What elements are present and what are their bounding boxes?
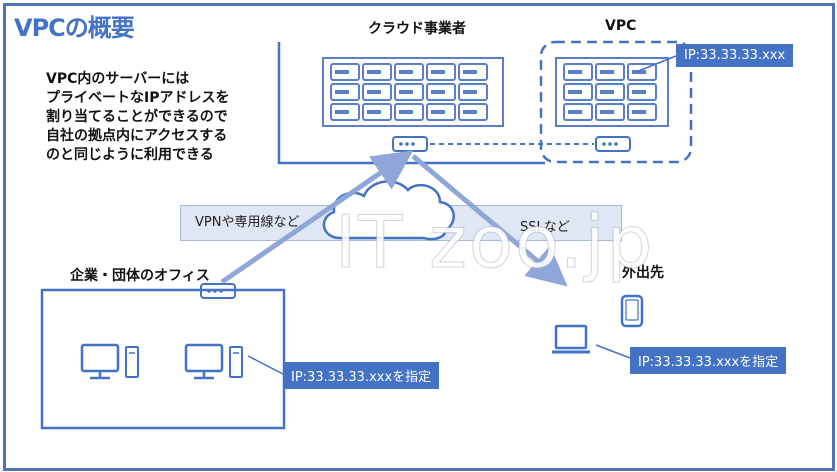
router-icon xyxy=(595,136,631,152)
callout-leader xyxy=(247,355,284,375)
description-line: 自社の拠点内にアクセスする xyxy=(46,128,228,144)
description-line: のと同じように利用できる xyxy=(46,147,214,163)
cloud-provider-label: クラウド事業者 xyxy=(368,21,466,37)
desktop-pc-icon xyxy=(80,343,139,380)
laptop-icon xyxy=(552,324,590,354)
office-label: 企業・団体のオフィス xyxy=(70,268,210,284)
remote-location-label: 外出先 xyxy=(622,265,664,281)
outer-frame xyxy=(3,3,835,471)
page-title: VPCの概要 xyxy=(14,14,135,42)
desktop-pc-icon xyxy=(184,343,243,380)
vpn-connection-arrow xyxy=(220,150,414,285)
server-rack-icon xyxy=(555,57,669,127)
callout-leader xyxy=(595,344,631,359)
vpc-label: VPC xyxy=(605,18,637,34)
description-text: VPC内のサーバーには プライベートなIPアドレスを 割り当てることができるので… xyxy=(46,70,229,165)
router-icon xyxy=(392,136,428,152)
ssl-label: SSLなど xyxy=(520,220,570,235)
vpc-ip-callout: IP:33.33.33.xxx xyxy=(676,44,794,67)
office-ip-callout: IP:33.33.33.xxxを指定 xyxy=(283,362,440,389)
cloud-provider-boundary xyxy=(277,42,545,165)
description-line: プライベートなIPアドレスを xyxy=(46,90,230,106)
description-line: VPC内のサーバーには xyxy=(46,71,190,87)
server-rack-icon xyxy=(322,57,504,127)
office-boundary xyxy=(40,288,286,430)
callout-leader xyxy=(635,55,677,73)
vpn-label: VPNや専用線など xyxy=(195,215,300,230)
remote-ip-callout: IP:33.33.33.xxxを指定 xyxy=(630,347,787,374)
description-line: 割り当てることができるので xyxy=(46,109,228,125)
cloud-icon xyxy=(322,180,455,241)
smartphone-icon xyxy=(620,294,644,328)
ssl-connection-arrow xyxy=(411,154,568,287)
watermark: IT zoo.jp xyxy=(334,200,655,285)
